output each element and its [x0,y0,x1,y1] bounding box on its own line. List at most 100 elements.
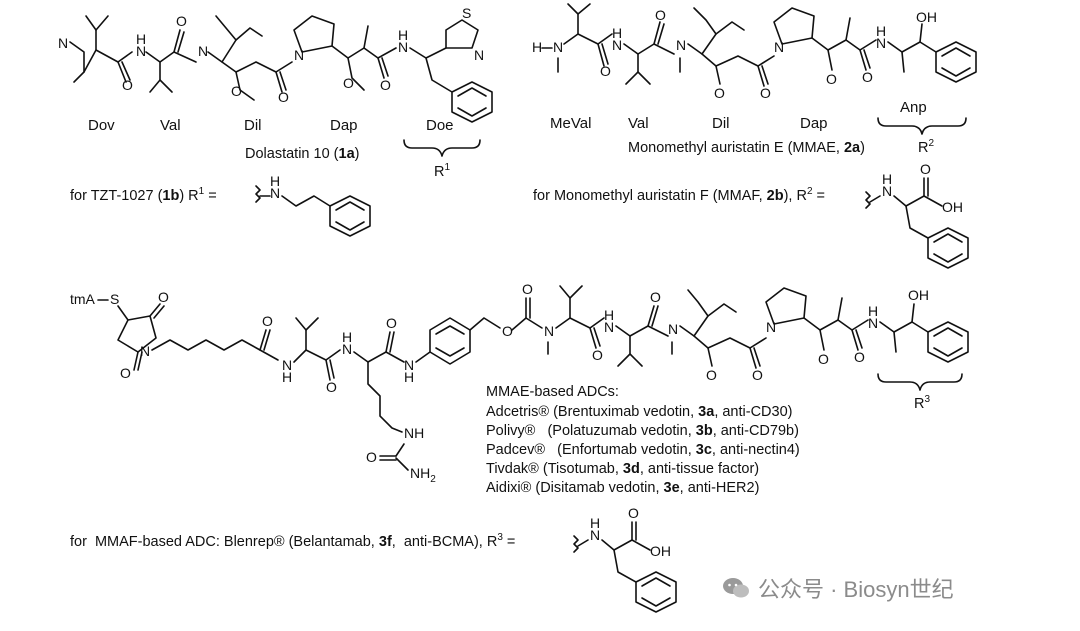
atom-o-cit: O [386,315,397,331]
r2-label: R2 [918,138,934,156]
atom-nh-tzt: N [270,185,280,201]
atom-s-thiazole: S [462,5,471,21]
residue-label-dap2: Dap [800,115,828,132]
atom-o-dov: O [176,13,187,29]
adc-structure: tmA S O O N O N H O N H O NH [70,281,969,496]
atom-n-dil3: N [668,321,678,337]
adc-heading: MMAE-based ADCs: [486,384,619,400]
atom-h-cit: H [342,329,352,345]
atom-o-succ-bottom: O [120,365,131,381]
atom-oh-anp: OH [916,9,937,25]
atom-nh2-urea: NH2 [410,465,436,485]
atom-n-dil: N [198,43,208,59]
atom-s-linker: S [110,291,119,307]
atom-o-dil2-methoxy: O [714,85,725,101]
atom-n-meval: N [553,39,563,55]
watermark-text: 公众号 · Biosyn世纪 [758,577,954,602]
atom-nh-pab: N [404,357,414,373]
watermark: 公众号 · Biosyn世纪 [722,572,954,604]
atom-n-dov: N [58,35,68,51]
adc-item-aidixi: Aidixi® (Disitamab vedotin, 3e, anti-HER… [486,480,759,496]
atom-o-val3: O [326,379,337,395]
residue-label-meval: MeVal [550,115,591,132]
atom-h-val3: H [282,369,292,385]
adc-item-polivy: Polivy® (Polatuzumab vedotin, 3b, anti-C… [486,423,799,439]
atom-h-mmaf: H [882,171,892,187]
atom-h-meval: H [532,39,542,55]
residue-label-anp: Anp [900,99,927,116]
atom-o-dap2: O [862,69,873,85]
atom-o-dap-methoxy: O [343,75,354,91]
atom-h-val: H [136,31,146,47]
atom-o-urea: O [366,449,377,465]
atom-oh-blenrep: OH [650,543,671,559]
mmae-caption: Monomethyl auristatin E (MMAE, 2a) [628,140,865,156]
residue-label-doe: Doe [426,117,454,134]
atom-o-dap: O [380,77,391,93]
residue-label-dov: Dov [88,117,115,134]
atom-o-carbamate-co: O [522,281,533,297]
atom-h-pab: H [404,369,414,385]
residue-label-val2: Val [628,115,649,132]
atom-o-dil3: O [752,367,763,383]
atom-nh-val4: N [604,319,614,335]
r1-label: R1 [434,162,450,180]
atom-o-carbamate: O [502,323,513,339]
residue-label-dil: Dil [244,117,262,134]
adc-item-padcev: Padcev® (Enfortumab vedotin, 3c, anti-ne… [486,442,800,458]
atom-o-hex: O [262,313,273,329]
atom-o-succ-top: O [158,289,169,305]
atom-o-dap3-methoxy: O [818,351,829,367]
atom-n-succ: N [140,343,150,359]
atom-oh-anp3: OH [908,287,929,303]
atom-nh-anp3: N [868,315,878,331]
atom-o-blenrep: O [628,505,639,521]
atom-n-dap: N [294,47,304,63]
atom-o-dap3: O [854,349,865,365]
atom-nh-blenrep: N [590,527,600,543]
dolastatin-10-structure: N N H O O N O O N O O N H S N Dov Val Di… [58,5,493,180]
blenrep-rgroup: for MMAF-based ADC: Blenrep® (Belantamab… [70,505,677,613]
atom-o-dil-methoxy: O [231,83,242,99]
atom-nh-anp: N [876,35,886,51]
atom-h-val2: H [612,25,622,41]
atom-nh-doe: N [398,39,408,55]
atom-nh-val3: N [282,357,292,373]
tzt-caption: for TZT-1027 (1b) R1 = [70,186,217,204]
atom-o-dil: O [278,89,289,105]
atom-h-anp3: H [868,303,878,319]
atom-n-thiazole: N [474,47,484,63]
dolastatin-code: 1a [339,146,356,162]
atom-n-meval3: N [544,323,554,339]
dolastatin-caption-pre: Dolastatin 10 ( [245,146,339,162]
atom-o-dap2-methoxy: O [826,71,837,87]
dolastatin-caption: Dolastatin 10 (1a) [245,146,359,162]
residue-label-val: Val [160,117,181,134]
tma-label: tmA [70,291,96,307]
atom-n-dap2: N [774,39,784,55]
atom-h-tzt: H [270,173,280,189]
atom-o-val4: O [650,289,661,305]
atom-h-anp: H [876,23,886,39]
atom-h-blenrep: H [590,515,600,531]
atom-oh-mmaf: OH [942,199,963,215]
atom-o-mmaf: O [920,161,931,177]
atom-n-dil2: N [676,37,686,53]
residue-label-dil2: Dil [712,115,730,132]
atom-o-meval: O [600,63,611,79]
blenrep-caption: for MMAF-based ADC: Blenrep® (Belantamab… [70,532,515,550]
atom-o-val2: O [655,7,666,23]
atom-n-dap3: N [766,319,776,335]
atom-o-val: O [122,77,133,93]
residue-label-dap: Dap [330,117,358,134]
mmaf-caption: for Monomethyl auristatin F (MMAF, 2b), … [533,186,825,204]
adc-item-tivdak: Tivdak® (Tisotumab, 3d, anti-tissue fact… [486,461,759,477]
atom-nh-val2: N [612,37,622,53]
dolastatin-caption-post: ) [355,146,360,162]
atom-nh-mmaf: N [882,183,892,199]
atom-nh-cit: N [342,341,352,357]
atom-h-doe: H [398,27,408,43]
adc-item-adcetris: Adcetris® (Brentuximab vedotin, 3a, anti… [486,404,792,420]
